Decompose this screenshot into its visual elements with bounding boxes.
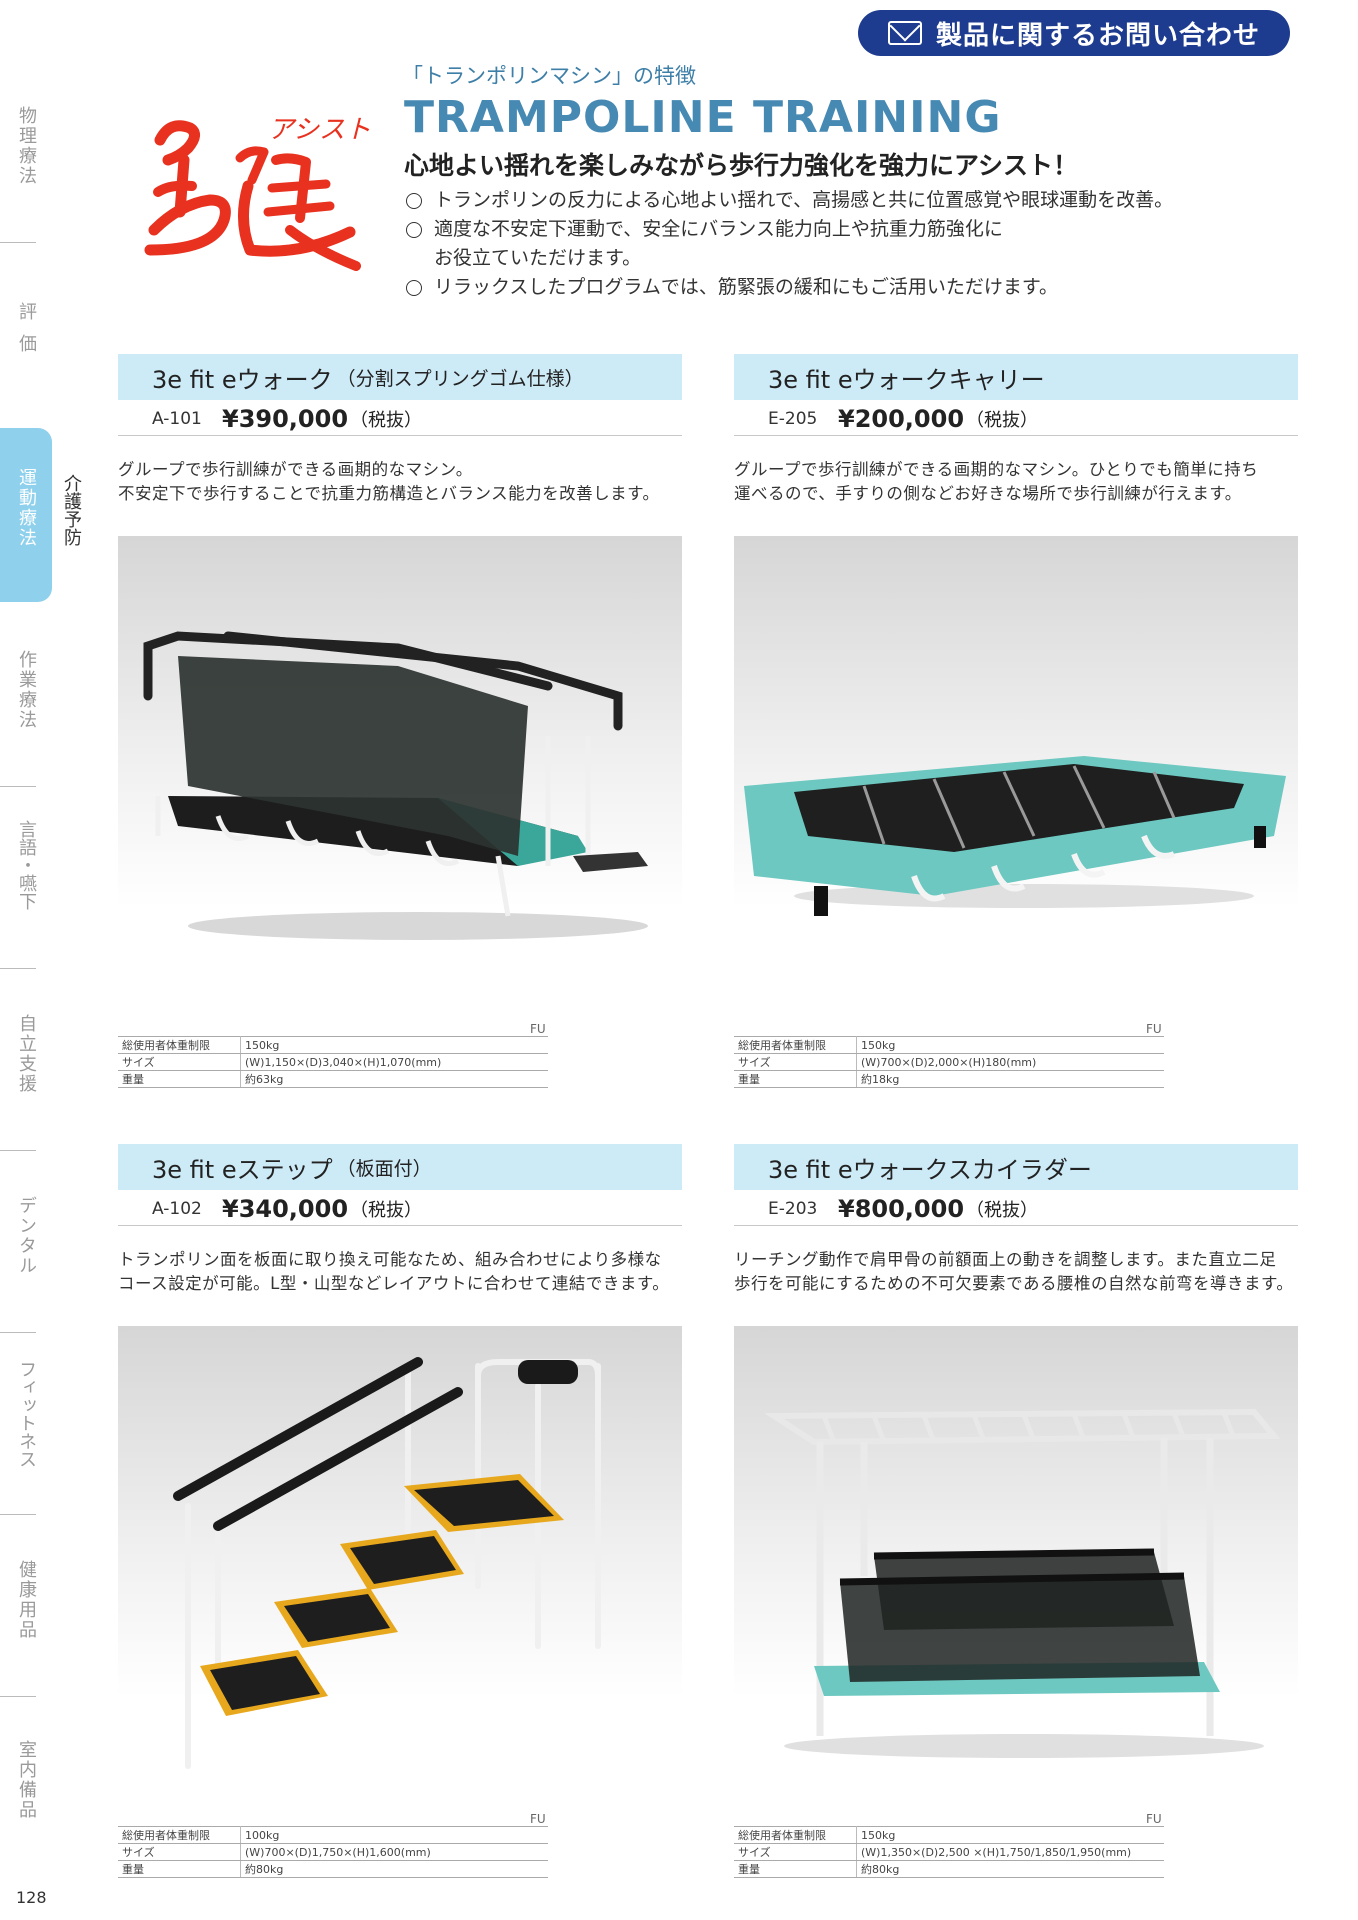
contact-button-label: 製品に関するお問い合わせ xyxy=(935,20,1260,51)
spec-row: サイズ(W)700×(D)2,000×(H)180(mm) xyxy=(734,1053,1164,1071)
feature-bullet-continued: お役立ていただけます。 xyxy=(434,247,642,269)
product-header: 3e fit eウォーク （分割スプリングゴム仕様） xyxy=(118,354,682,400)
sidebar-tab-indoor-equipment[interactable]: 室内備品 xyxy=(0,1740,52,1820)
product-tax-note: （税抜） xyxy=(966,409,1039,431)
product-code: E-205 xyxy=(768,408,818,429)
product-description: トランポリン面を板面に取り換え可能なため、組み合わせにより多様な コース設定が可… xyxy=(118,1250,670,1293)
price-line: E-205 ¥200,000 （税抜） xyxy=(734,402,1298,436)
product-price: ¥390,000 xyxy=(222,404,349,433)
product-name: 3e fit eウォークスカイラダー xyxy=(768,1155,1092,1184)
product-header: 3e fit eステップ （板面付） xyxy=(118,1144,682,1190)
sidebar-tab-active-bg xyxy=(0,428,52,602)
feature-bullet: トランポリンの反力による心地よい揺れで、高揚感と共に位置感覚や眼球運動を改善。 xyxy=(404,186,1284,215)
product-name: 3e fit eウォークキャリー xyxy=(768,365,1045,394)
product-code: E-203 xyxy=(768,1198,818,1219)
sidebar-tab-label: フィットネス xyxy=(16,1360,37,1468)
price-line: E-203 ¥800,000 （税抜） xyxy=(734,1192,1298,1226)
sidebar-tab-speech-swallow[interactable]: 言語・嚥下 xyxy=(0,820,52,910)
spec-row: 重量約18kg xyxy=(734,1070,1164,1088)
sidebar-divider xyxy=(0,242,36,243)
feature-lead: 心地よい揺れを楽しみながら歩行力強化を強力にアシスト！ xyxy=(404,151,1079,180)
sidebar-tab-label: デンタル xyxy=(16,1196,37,1276)
assist-logo: アシスト xyxy=(140,100,380,280)
product-tax-note: （税抜） xyxy=(966,1199,1039,1221)
fu-label: FU xyxy=(530,1812,546,1826)
fu-label: FU xyxy=(1146,1022,1162,1036)
sidebar-divider xyxy=(0,1514,36,1515)
product-price: ¥800,000 xyxy=(838,1194,965,1223)
product-description: リーチング動作で肩甲骨の前額面上の動きを調整します。また直立二足 歩行を可能にす… xyxy=(734,1250,1294,1293)
spec-row: 重量約63kg xyxy=(118,1070,548,1088)
product-description: グループで歩行訓練ができる画期的なマシン。ひとりでも簡単に持ち 運べるので、手す… xyxy=(734,460,1259,503)
spec-row: サイズ(W)1,350×(D)2,500 ×(H)1,750/1,850/1,9… xyxy=(734,1843,1164,1861)
sidebar-tab-label: 運動療法 xyxy=(16,468,37,548)
product-tax-note: （税抜） xyxy=(350,1199,423,1221)
sidebar-tab-evaluation[interactable]: 評価 xyxy=(0,302,52,366)
product-name: 3e fit eウォーク xyxy=(152,365,333,394)
sidebar-divider xyxy=(0,1696,36,1697)
product-photo-eWalkCarry xyxy=(734,536,1298,1032)
sidebar-tab-independence-support[interactable]: 自立支援 xyxy=(0,1014,52,1094)
spec-row: 重量約80kg xyxy=(118,1860,548,1878)
contact-button[interactable]: 製品に関するお問い合わせ xyxy=(858,10,1290,56)
sidebar-tab-label: 室内備品 xyxy=(16,1740,37,1820)
sidebar-tab-health-goods[interactable]: 健康用品 xyxy=(0,1560,52,1640)
mail-icon xyxy=(887,21,922,45)
sidebar-divider xyxy=(0,1332,36,1333)
product-header: 3e fit eウォークスカイラダー xyxy=(734,1144,1298,1190)
sidebar-tab-label: 健康用品 xyxy=(16,1560,37,1640)
sidebar-sub-label: 介護予防 xyxy=(61,474,82,546)
assist-logo-brush-icon: アシスト xyxy=(144,115,371,271)
product-photo-eStep xyxy=(118,1326,682,1822)
product-code: A-102 xyxy=(152,1198,202,1219)
product-description: グループで歩行訓練ができる画期的なマシン。 不安定下で歩行することで抗重力筋構造… xyxy=(118,460,660,503)
fu-label: FU xyxy=(530,1022,546,1036)
product-code: A-101 xyxy=(152,408,202,429)
price-line: A-102 ¥340,000 （税抜） xyxy=(118,1192,682,1226)
feature-title: TRAMPOLINE TRAINING xyxy=(404,92,1002,143)
fu-label: FU xyxy=(1146,1812,1162,1826)
sidebar-divider xyxy=(0,1150,36,1151)
product-tax-note: （税抜） xyxy=(350,409,423,431)
spec-row: 重量約80kg xyxy=(734,1860,1164,1878)
spec-row: サイズ(W)700×(D)1,750×(H)1,600(mm) xyxy=(118,1843,548,1861)
logo-ruby-text: アシスト xyxy=(268,115,371,145)
sidebar-tab-occupational-therapy[interactable]: 作業療法 xyxy=(0,650,52,730)
sidebar-tab-fitness[interactable]: フィットネス xyxy=(0,1360,52,1468)
product-photo-eWalk xyxy=(118,536,682,1032)
sidebar-tab-exercise-therapy[interactable]: 運動療法 xyxy=(0,468,52,548)
product-name: 3e fit eステップ xyxy=(152,1155,333,1184)
sidebar-divider xyxy=(0,968,36,969)
product-name-sub: （板面付） xyxy=(336,1157,432,1180)
feature-subtitle: 「トランポリンマシン」の特徴 xyxy=(402,64,696,88)
product-photo-eWalkSkyLadder xyxy=(734,1326,1298,1822)
product-price: ¥340,000 xyxy=(222,1194,349,1223)
feature-bullet: リラックスしたプログラムでは、筋緊張の緩和にもご活用いただけます。 xyxy=(404,273,1284,302)
page-number: 128 xyxy=(16,1888,47,1907)
product-name-sub: （分割スプリングゴム仕様） xyxy=(336,367,584,390)
sidebar-divider xyxy=(0,786,36,787)
sidebar-tab-physical-therapy[interactable]: 物理療法 xyxy=(0,106,52,186)
sidebar-tab-label: 物理療法 xyxy=(16,106,37,186)
price-line: A-101 ¥390,000 （税抜） xyxy=(118,402,682,436)
product-header: 3e fit eウォークキャリー xyxy=(734,354,1298,400)
sidebar-tab-dental[interactable]: デンタル xyxy=(0,1196,52,1276)
sidebar-tab-label: 言語・嚥下 xyxy=(16,820,37,910)
sidebar-tab-label: 自立支援 xyxy=(16,1014,37,1094)
feature-bullet: 適度な不安定下運動で、安全にバランス能力向上や抗重力筋強化に xyxy=(404,215,1284,244)
spec-row: サイズ(W)1,150×(D)3,040×(H)1,070(mm) xyxy=(118,1053,548,1071)
feature-bullets: トランポリンの反力による心地よい揺れで、高揚感と共に位置感覚や眼球運動を改善。 … xyxy=(404,186,1284,302)
sidebar-tab-label: 評価 xyxy=(16,302,37,366)
product-price: ¥200,000 xyxy=(838,404,965,433)
sidebar-tab-label: 作業療法 xyxy=(16,650,37,730)
